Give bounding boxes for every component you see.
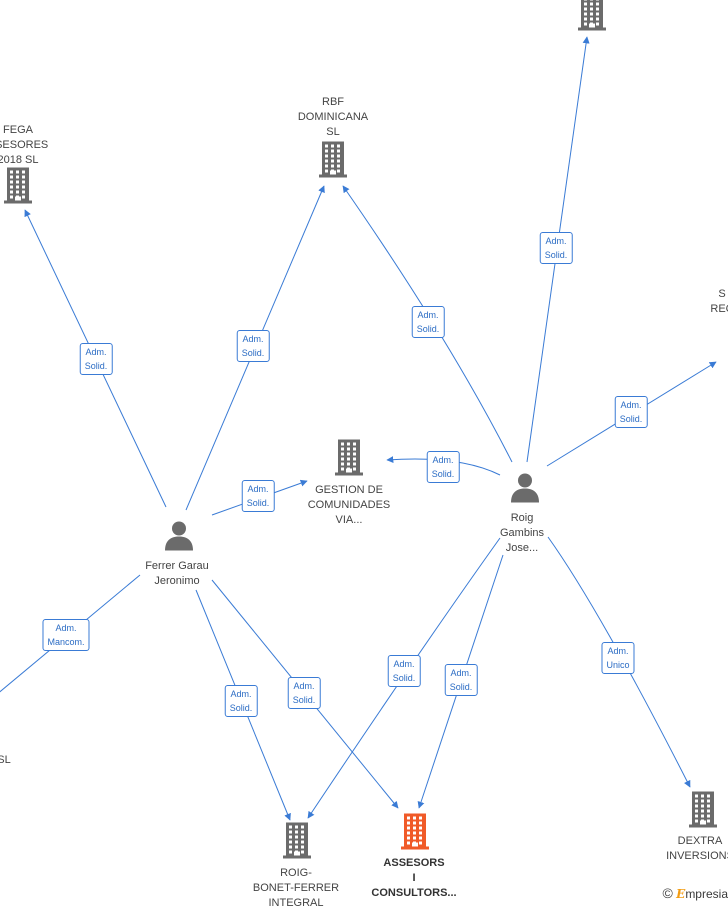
- node-label-line: Jose...: [505, 542, 539, 554]
- edge-label-ferrer-to-left-sl[interactable]: Adm. Mancom.: [42, 619, 90, 651]
- node-label-line: Jeronimo: [154, 575, 200, 587]
- edge-label-roig-to-right-rec[interactable]: Adm. Solid.: [614, 396, 648, 428]
- node-label-line: Roig: [510, 512, 534, 524]
- edge-label-line: Adm.: [393, 659, 415, 669]
- edge-label-roig-to-assesors[interactable]: Adm. Solid.: [444, 664, 478, 696]
- brand-logo-initial: E: [676, 887, 686, 901]
- building-icon-gestion[interactable]: [333, 439, 365, 481]
- edge-label-ferrer-to-assesors[interactable]: Adm. Solid.: [287, 677, 321, 709]
- node-label-line: CONSULTORS...: [371, 887, 457, 899]
- edge-label-line: Solid.: [544, 250, 568, 260]
- person-icon-roig[interactable]: [510, 473, 540, 508]
- edge-label-roig-to-top[interactable]: Adm. Solid.: [539, 232, 573, 264]
- edge-label-line: Solid.: [246, 498, 270, 508]
- node-label-line: REC: [710, 303, 728, 315]
- node-label-roig-bonet[interactable]: ROIG- BONET-FERRER INTEGRAL: [253, 866, 339, 911]
- node-label-line: COMUNIDADES: [307, 499, 391, 511]
- edge-label-line: Adm.: [620, 400, 642, 410]
- node-label-line: ASSESORS: [383, 857, 445, 869]
- node-label-assesors[interactable]: ASSESORS I CONSULTORS...: [371, 856, 456, 901]
- building-icon-dextra[interactable]: [687, 791, 719, 833]
- edge-label-roig-to-roig-bonet[interactable]: Adm. Solid.: [387, 655, 421, 687]
- edge-label-line: Solid.: [292, 695, 316, 705]
- building-icon-top[interactable]: [576, 0, 608, 36]
- node-label-line: DOMINICANA: [297, 111, 369, 123]
- node-label-line: Gambins: [499, 527, 545, 539]
- node-label-line: ROIG-: [280, 867, 312, 879]
- node-label-line: SL: [326, 126, 340, 138]
- node-label-left-sl[interactable]: SL: [0, 753, 11, 768]
- node-label-line: INTEGRAL: [268, 897, 324, 909]
- edge-label-line: Solid.: [619, 414, 643, 424]
- node-label-right-rec[interactable]: S REC: [710, 287, 728, 317]
- edge-label-line: Adm.: [293, 681, 315, 691]
- edge-label-ferrer-to-gestion[interactable]: Adm. Solid.: [241, 480, 275, 512]
- node-label-gestion[interactable]: GESTION DE COMUNIDADES VIA...: [308, 483, 391, 528]
- edge-label-line: Adm.: [432, 455, 454, 465]
- edge-label-line: Solid.: [241, 348, 265, 358]
- edge-label-line: Adm.: [230, 689, 252, 699]
- edge-label-line: Adm.: [545, 236, 567, 246]
- node-label-line: S: [718, 288, 726, 300]
- edge-label-line: Adm.: [450, 668, 472, 678]
- edge-label-line: Mancom.: [47, 637, 85, 647]
- person-icon-ferrer[interactable]: [164, 521, 194, 556]
- edge-label-roig-to-dextra[interactable]: Adm. Unico: [601, 642, 635, 674]
- node-label-line: FEGA: [3, 124, 33, 136]
- brand-watermark: © Empresia: [662, 885, 728, 901]
- edge-label-line: Solid.: [392, 673, 416, 683]
- building-icon-rbf[interactable]: [317, 141, 349, 183]
- node-label-line: ASESORES: [0, 139, 49, 151]
- edge-label-line: Adm.: [85, 347, 107, 357]
- building-icon-assesors[interactable]: [399, 813, 431, 855]
- node-label-line: GESTION DE: [315, 484, 383, 496]
- edges-layer: [0, 36, 717, 821]
- edge-label-line: Adm.: [607, 646, 629, 656]
- node-label-line: BONET-FERRER: [252, 882, 340, 894]
- edge-roig-to-dextra: [547, 536, 691, 788]
- node-label-line: Ferrer Garau: [145, 560, 209, 572]
- edge-label-line: Unico: [606, 660, 630, 670]
- node-label-line: DEXTRA: [677, 835, 723, 847]
- edge-label-roig-to-gestion[interactable]: Adm. Solid.: [426, 451, 460, 483]
- edge-label-line: Solid.: [449, 682, 473, 692]
- node-label-line: VIA...: [335, 514, 363, 526]
- edge-label-ferrer-to-fega[interactable]: Adm. Solid.: [79, 343, 113, 375]
- brand-name: mpresia: [685, 887, 728, 901]
- edge-label-line: Adm.: [55, 623, 77, 633]
- edge-label-ferrer-to-rbf[interactable]: Adm. Solid.: [236, 330, 270, 362]
- node-label-line: SL: [0, 754, 11, 766]
- edge-label-line: Solid.: [84, 361, 108, 371]
- edge-label-line: Solid.: [416, 324, 440, 334]
- edge-label-roig-to-rbf[interactable]: Adm. Solid.: [411, 306, 445, 338]
- node-label-fega[interactable]: FEGA ASESORES 2018 SL: [0, 123, 48, 168]
- node-label-line: I: [412, 872, 416, 884]
- edge-label-line: Solid.: [431, 469, 455, 479]
- edge-label-line: Adm.: [417, 310, 439, 320]
- node-label-line: 2018 SL: [0, 154, 39, 166]
- building-icon-roig-bonet[interactable]: [281, 822, 313, 864]
- node-label-rbf[interactable]: RBF DOMINICANA SL: [298, 95, 368, 140]
- edge-label-ferrer-to-roig-bonet[interactable]: Adm. Solid.: [224, 685, 258, 717]
- node-label-line: RBF: [322, 96, 344, 108]
- building-icon-fega[interactable]: [2, 167, 34, 209]
- edge-label-line: Adm.: [242, 334, 264, 344]
- edge-label-line: Solid.: [229, 703, 253, 713]
- edge-label-line: Adm.: [247, 484, 269, 494]
- copyright-symbol: ©: [662, 885, 673, 901]
- node-label-line: INVERSIONS: [666, 850, 728, 862]
- node-label-dextra[interactable]: DEXTRA INVERSIONS: [666, 834, 728, 864]
